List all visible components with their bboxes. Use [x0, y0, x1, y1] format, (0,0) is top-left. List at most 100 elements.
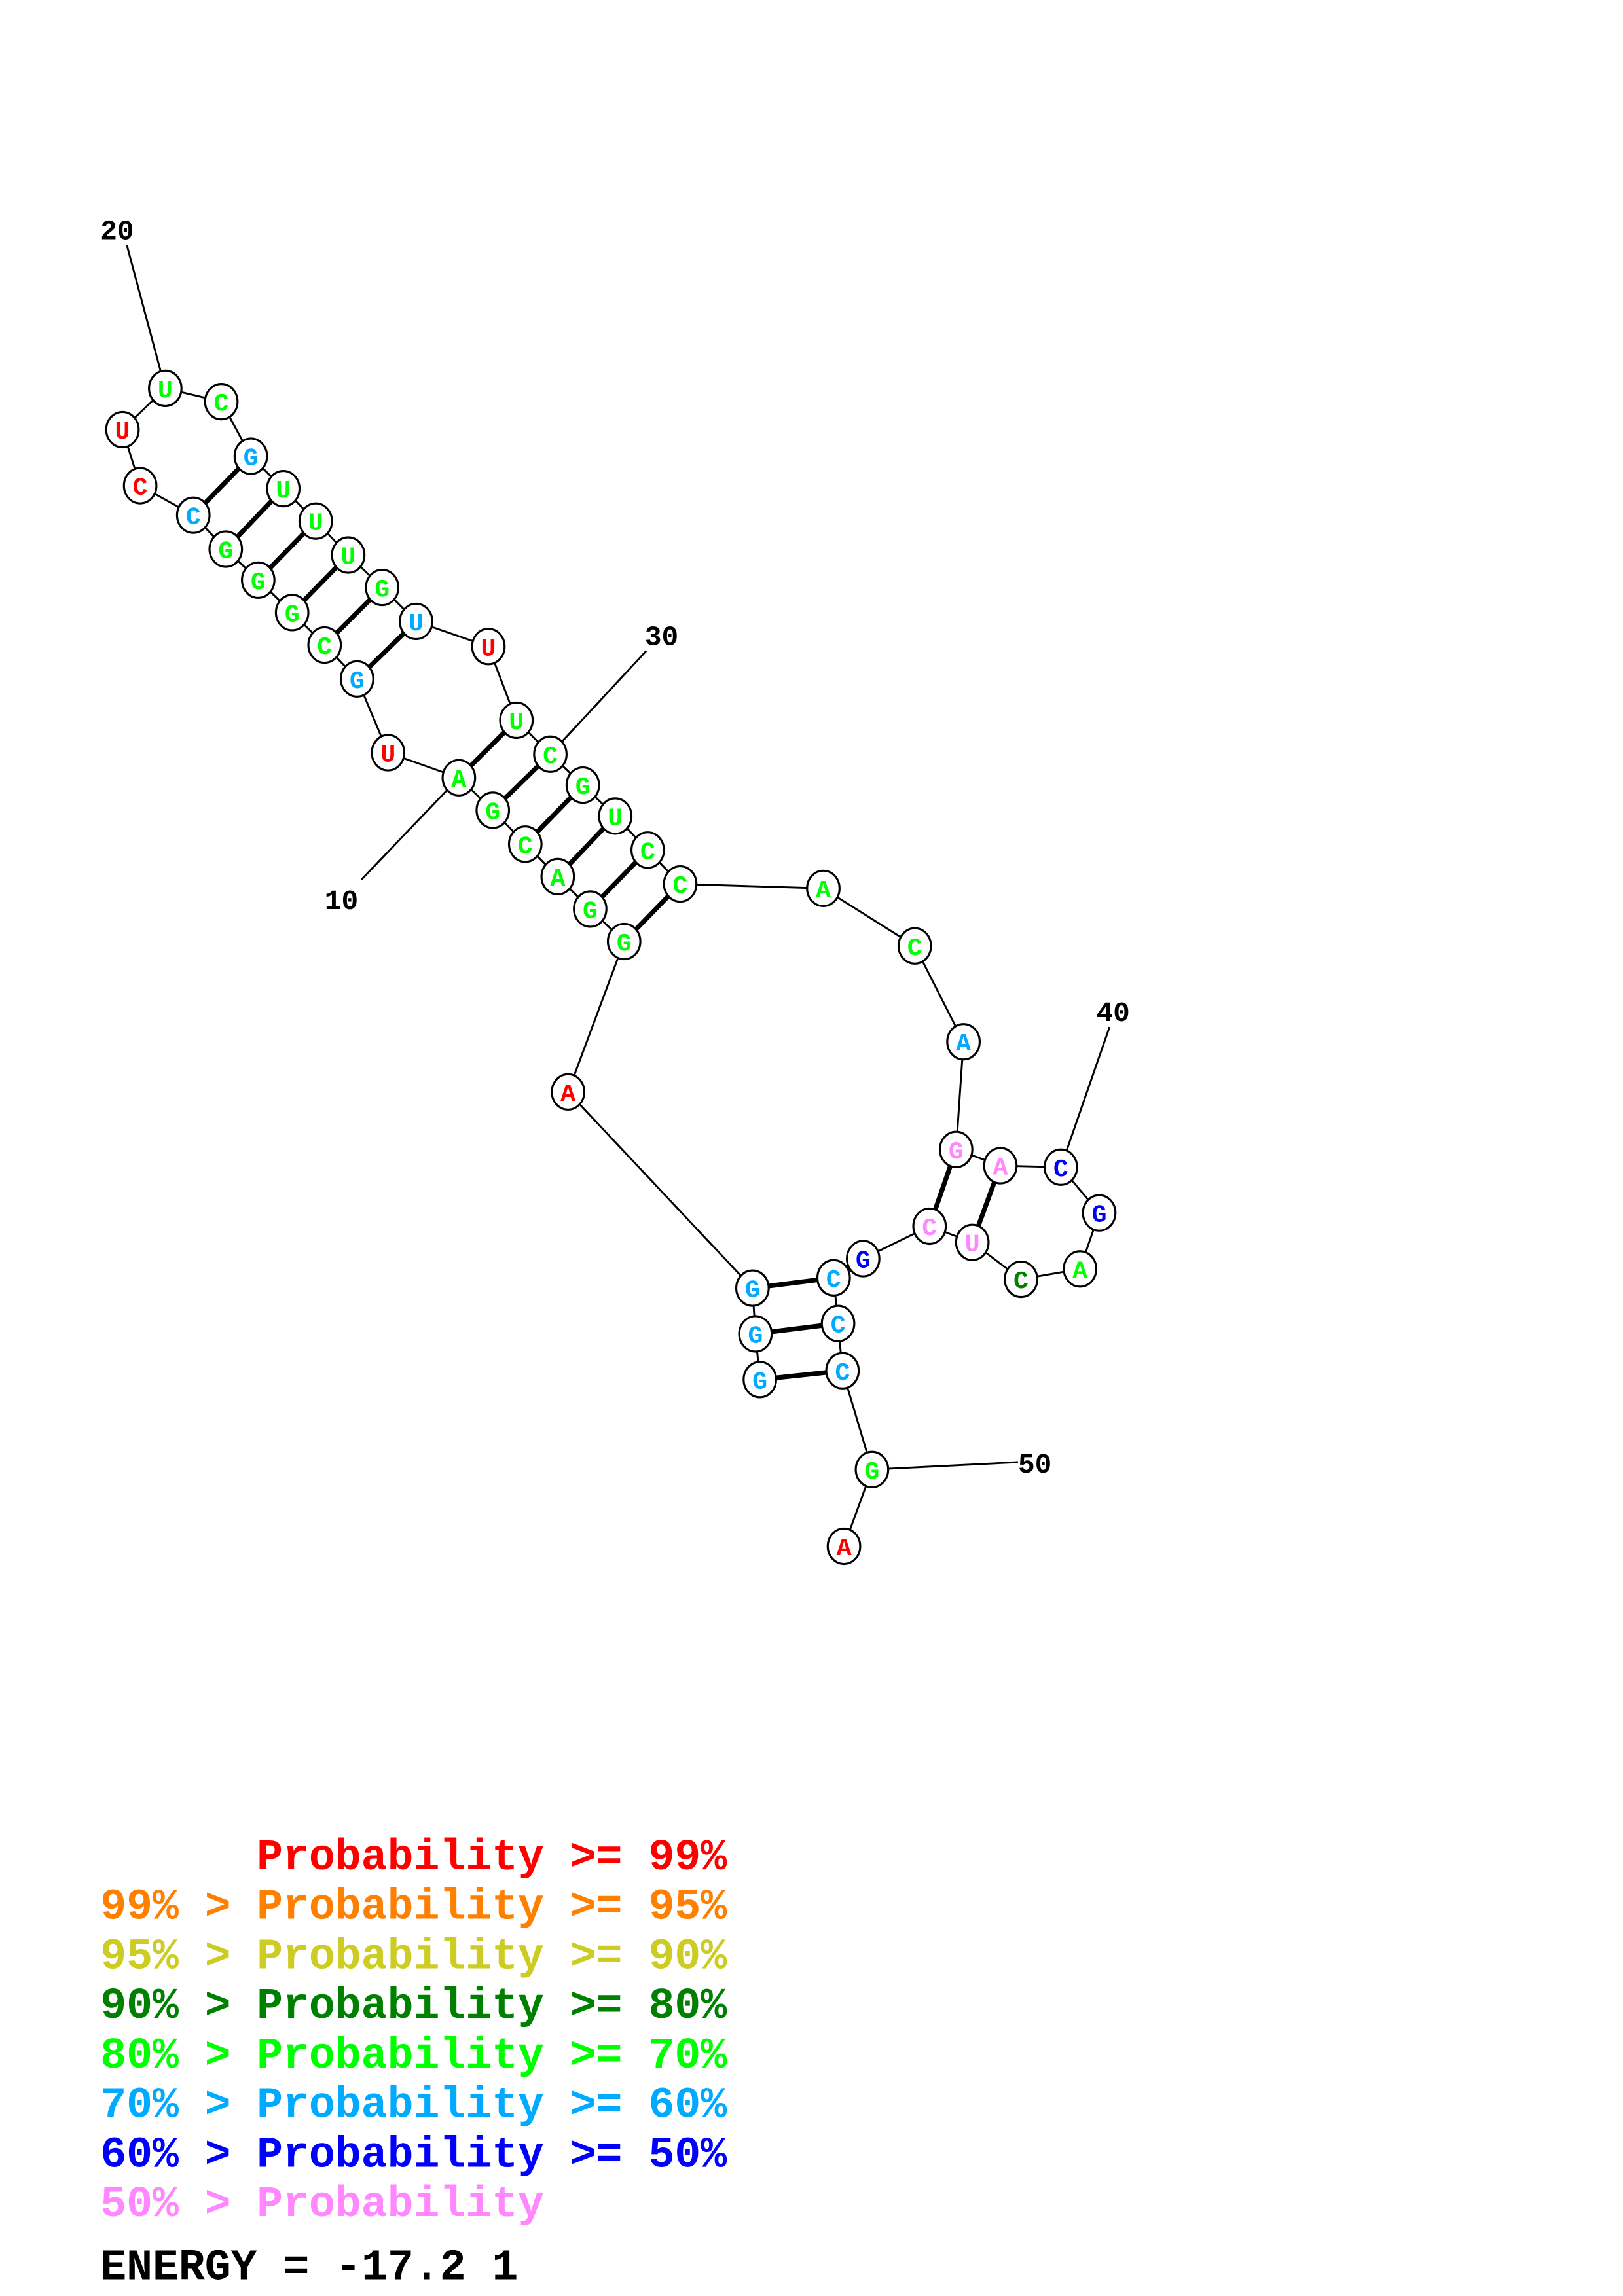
nucleotide-38: G	[938, 1130, 974, 1168]
probability-legend: Probability >= 99%99% > Probability >= 9…	[100, 1833, 727, 2229]
backbone-segment	[567, 1091, 754, 1289]
nucleotide-43: C	[1004, 1260, 1038, 1299]
nucleotide-letter: G	[864, 1458, 879, 1486]
legend-entry: 50% > Probability	[100, 2180, 544, 2229]
legend-label: Probability >= 95%	[257, 1883, 727, 1932]
nucleotide-circle	[208, 530, 244, 568]
nucleotide-circle	[630, 831, 665, 869]
nucleotide-31: G	[565, 766, 600, 804]
nucleotide-letter: U	[608, 804, 623, 833]
position-tick-line	[871, 1461, 1019, 1471]
legend-label: Probability >= 80%	[257, 1982, 727, 2031]
nucleotide-circle	[499, 701, 534, 740]
nucleotide-23: U	[266, 470, 301, 508]
nucleotide-circle	[912, 1207, 947, 1246]
position-label-50: 50	[1018, 1449, 1051, 1481]
nucleotide-13: C	[307, 626, 342, 664]
nucleotide-letter: G	[752, 1367, 767, 1396]
nucleotide-letter: G	[856, 1247, 871, 1276]
nucleotide-circle	[365, 568, 400, 607]
nucleotide-18: C	[122, 467, 158, 505]
nucleotide-circle	[983, 1147, 1018, 1185]
nucleotide-letter: G	[575, 773, 591, 802]
nucleotide-39: A	[983, 1147, 1018, 1185]
nucleotide-letter: G	[748, 1321, 763, 1350]
nucleotide-letter: C	[214, 389, 229, 418]
nucleotide-circle	[598, 797, 633, 835]
nucleotide-circle	[1082, 1194, 1117, 1232]
nucleotide-letter: C	[672, 872, 687, 901]
backbone-segment	[680, 883, 824, 889]
nucleotide-27: U	[399, 602, 433, 641]
nucleotide-15: G	[241, 561, 276, 599]
nucleotide-circle	[606, 922, 642, 961]
legend-prefix: 95% >	[100, 1932, 230, 1981]
nucleotide-circle	[816, 1259, 851, 1297]
nucleotide-letter: C	[835, 1359, 850, 1388]
legend-entry: 99% > Probability >= 95%	[100, 1883, 727, 1932]
energy-label: ENERGY = -17.2 1	[100, 2244, 518, 2293]
nucleotide-circle	[1043, 1148, 1078, 1186]
nucleotide-12: G	[340, 660, 374, 698]
nucleotide-21: C	[204, 383, 239, 421]
legend-prefix: 90% >	[100, 1982, 230, 2031]
nucleotide-letter: A	[816, 876, 831, 905]
legend-entry: 60% > Probability >= 50%	[100, 2130, 727, 2179]
nucleotide-7: A	[540, 857, 575, 895]
nucleotide-letter: C	[133, 474, 148, 503]
legend-prefix: 70% >	[100, 2081, 230, 2130]
nucleotide-circle	[735, 1269, 770, 1307]
legend-label: Probability >= 90%	[257, 1932, 727, 1981]
legend-prefix: 80% >	[100, 2032, 230, 2081]
nucleotide-circle	[175, 496, 211, 534]
nucleotide-letter: G	[244, 444, 259, 473]
nucleotide-circle	[507, 825, 543, 863]
nucleotide-letter: G	[485, 798, 500, 827]
nucleotide-22: G	[233, 437, 268, 475]
nucleotide-45: C	[912, 1207, 947, 1246]
nucleotide-letter: U	[308, 509, 323, 538]
nucleotide-circle	[298, 502, 333, 540]
position-label-20: 20	[100, 216, 134, 248]
nucleotide-letter: C	[1053, 1155, 1068, 1184]
nucleotide-32: U	[598, 797, 633, 835]
legend-label: Probability >= 60%	[257, 2081, 727, 2130]
nucleotide-letter: U	[409, 609, 424, 638]
nucleotide-47: C	[816, 1259, 851, 1297]
nucleotide-letter: G	[1091, 1201, 1106, 1230]
nucleotide-circle	[946, 1023, 981, 1061]
position-label-40: 40	[1096, 997, 1129, 1030]
nucleotide-33: C	[630, 831, 665, 869]
nucleotide-19: U	[105, 410, 140, 449]
nucleotide-letter: C	[1013, 1267, 1029, 1296]
nucleotide-41: G	[1082, 1194, 1117, 1232]
nucleotide-circle	[854, 1450, 890, 1488]
nucleotide-29: U	[499, 701, 534, 740]
nucleotide-circle	[241, 561, 276, 599]
nucleotide-circle	[1063, 1250, 1098, 1288]
nucleotide-letter: G	[285, 600, 300, 629]
nucleotide-44: U	[955, 1223, 990, 1261]
nucleotide-25: U	[331, 536, 366, 574]
nucleotide-circle	[233, 437, 268, 475]
nucleotide-letter: C	[543, 742, 558, 771]
nucleotide-circle	[105, 410, 140, 449]
nucleotide-4: A	[551, 1073, 586, 1111]
nucleotide-circle	[204, 383, 239, 421]
nucleotide-circle	[399, 602, 433, 641]
nucleotide-28: U	[471, 628, 506, 666]
nucleotide-letter: C	[317, 633, 332, 662]
nucleotide-11: U	[371, 734, 406, 772]
nucleotide-letter: G	[949, 1138, 964, 1166]
nucleotide-circle	[471, 628, 506, 666]
nucleotide-letter: U	[115, 418, 130, 446]
nucleotide-49: C	[825, 1352, 860, 1390]
nucleotide-letter: G	[251, 568, 266, 597]
position-label-30: 30	[645, 622, 678, 654]
legend-entry: 95% > Probability >= 90%	[100, 1932, 727, 1981]
nucleotide-34: C	[663, 865, 698, 903]
nucleotide-letter: U	[965, 1230, 980, 1259]
nucleotide-circle	[331, 536, 366, 574]
nucleotide-circle	[897, 927, 932, 965]
